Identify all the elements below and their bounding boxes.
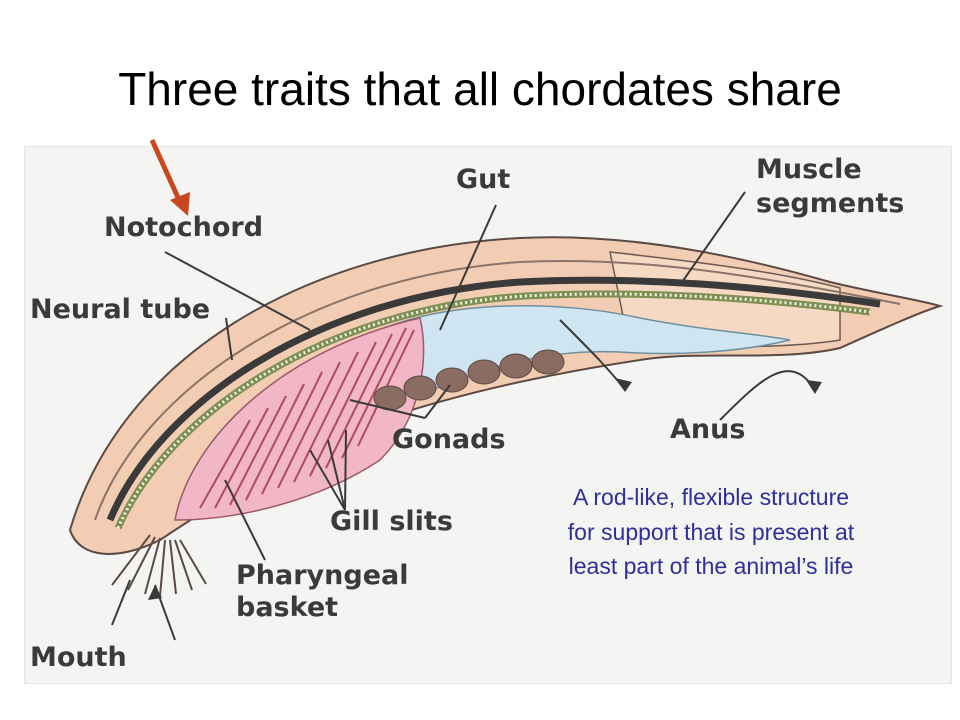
leader-gill-c	[344, 429, 347, 511]
label-gut: Gut	[456, 164, 511, 195]
description-line-2: for support that is present at	[567, 518, 855, 545]
leader-gill-b	[327, 439, 346, 511]
oral-tentacles	[111, 534, 207, 597]
gonads-shape	[373, 349, 565, 411]
label-muscle-line1: Muscle	[756, 154, 862, 185]
leader-gonads-b	[424, 384, 451, 419]
description-line-1: A rod-like, flexible structure	[572, 484, 850, 510]
leader-mouth-a	[111, 579, 131, 626]
leader-notochord	[164, 251, 311, 331]
leader-gonads-a	[349, 399, 426, 419]
label-pharyngeal-line1: Pharyngeal	[236, 560, 409, 591]
neural-tube-shape	[106, 276, 881, 522]
label-gonads: Gonads	[392, 424, 506, 455]
label-pharyngeal-line2: basket	[236, 592, 339, 623]
label-notochord: Notochord	[104, 212, 264, 243]
leader-gut	[439, 204, 497, 331]
leader-gill-a	[309, 449, 346, 511]
leader-muscle	[679, 191, 746, 286]
label-neural-tube: Neural tube	[30, 294, 211, 325]
leader-neural-tube	[225, 317, 233, 361]
label-muscle-line2: segments	[756, 188, 905, 219]
page-title: Three traits that all chordates share	[118, 63, 842, 115]
leader-pharyngeal	[224, 479, 266, 561]
leader-anus-arrow	[719, 370, 816, 421]
label-gill-slits: Gill slits	[330, 506, 453, 537]
description-line-3: least part of the animal’s life	[568, 553, 854, 579]
label-mouth: Mouth	[30, 642, 127, 673]
label-anus: Anus	[670, 414, 746, 445]
dorsal-fin	[94, 259, 901, 521]
notochord-description: A rod-like, flexible structure for suppo…	[472, 480, 950, 584]
